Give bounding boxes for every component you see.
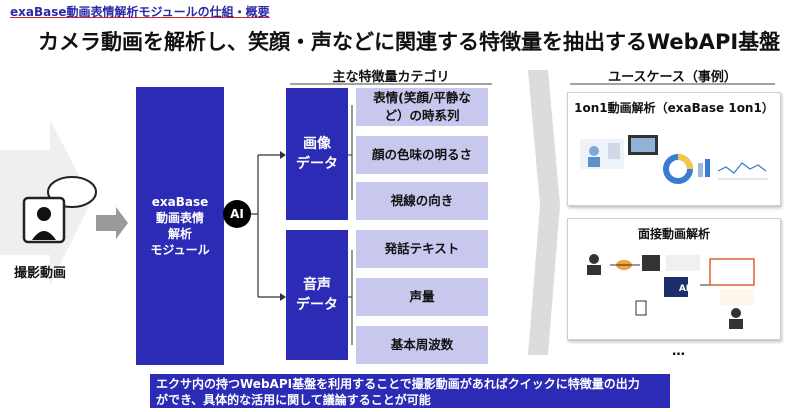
summary-banner: エクサ内の持つWebAPI基盤を利用することで撮影動画があればクイックに特徴量の…: [150, 374, 670, 408]
feature-box: 表情(笑顔/平静など）の時系列: [356, 88, 488, 126]
feature-box: 声量: [356, 278, 488, 316]
audio-data-column: 音声 データ: [286, 230, 348, 360]
dashboard-thumbnail: [580, 135, 768, 184]
feature-box: 視線の向き: [356, 182, 488, 220]
chevron-right-icon: [528, 70, 560, 355]
usecase-section-title: ユースケース（事例）: [608, 70, 737, 85]
usecase-card-title: 面接動画解析: [637, 227, 710, 241]
module-line-2: 動画表情: [155, 211, 204, 225]
image-data-column: 画像 データ: [286, 88, 348, 220]
usecase-card-1on1: 1on1動画解析（exaBase 1on1）: [567, 92, 781, 206]
audio-data-label-1: 音声: [303, 277, 331, 293]
page-subtitle: exaBase動画表情解析モジュールの仕組・概要: [10, 5, 270, 19]
module-line-4: モジュール: [150, 243, 210, 257]
features-section-title: 主な特徴量カテゴリ: [332, 70, 450, 85]
more-usecases-ellipsis: …: [672, 344, 685, 359]
ai-badge-text: AI: [230, 207, 244, 221]
banner-line-1: エクサ内の持つWebAPI基盤を利用することで撮影動画があればクイックに特徴量の…: [156, 377, 640, 391]
speaker-person-icon: [22, 176, 97, 244]
image-data-label-2: データ: [296, 156, 338, 172]
image-data-label-1: 画像: [303, 136, 331, 152]
usecase-card-interview: 面接動画解析 AI: [567, 218, 781, 340]
feature-box: 発話テキスト: [356, 230, 488, 268]
arrowhead-icon: [280, 151, 286, 159]
audio-data-label-2: データ: [296, 297, 338, 313]
feature-box: 基本周波数: [356, 326, 488, 364]
interview-ai-label: AI: [678, 284, 690, 294]
input-label: 撮影動画: [14, 266, 67, 281]
exabase-module-box: exaBase 動画表情 解析 モジュール: [136, 87, 224, 365]
page-headline: カメラ動画を解析し、笑顔・声などに関連する特徴量を抽出するWebAPI基盤: [38, 30, 781, 54]
interview-flow-thumbnail: [587, 254, 755, 329]
usecase-card-title: 1on1動画解析（exaBase 1on1）: [574, 101, 774, 115]
module-line-1: exaBase: [151, 195, 209, 209]
module-line-3: 解析: [167, 227, 192, 241]
arrowhead-icon: [280, 293, 286, 301]
feature-box: 顔の色味の明るさ: [356, 136, 488, 174]
input-arrow-icon: [96, 207, 128, 239]
banner-line-2: ができ、具体的な活用に関して議論することが可能: [156, 393, 431, 407]
ai-head-icon: AI: [223, 200, 251, 228]
